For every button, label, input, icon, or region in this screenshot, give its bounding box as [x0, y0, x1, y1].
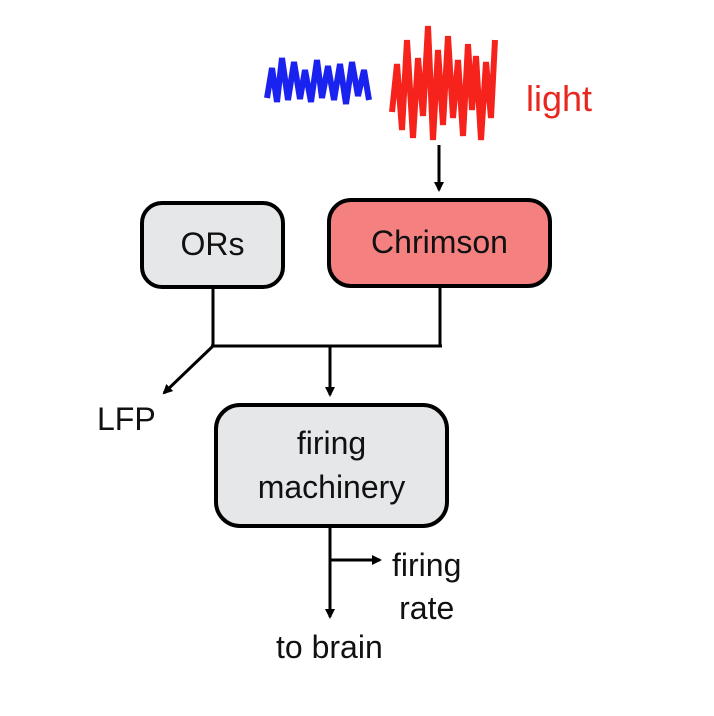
firing-machinery-label-line1: firing	[296, 425, 367, 462]
firing-machinery-label-line2: machinery	[257, 468, 406, 505]
ors-label: ORs	[180, 226, 245, 263]
blue-light-waveform-icon	[264, 57, 372, 105]
firing-rate-label-line2: rate	[399, 590, 455, 626]
firing-rate-label: firing rate	[392, 544, 461, 630]
lfp-label: LFP	[97, 401, 156, 437]
to-brain-label: to brain	[276, 629, 383, 665]
firing-machinery-node: firing machinery	[214, 403, 449, 528]
chrimson-label: Chrimson	[371, 224, 508, 261]
light-label: light	[526, 78, 593, 119]
chrimson-node: Chrimson	[327, 198, 552, 288]
ors-node: ORs	[140, 201, 285, 289]
red-light-waveform-icon	[389, 25, 498, 141]
firing-rate-label-line1: firing	[392, 547, 462, 583]
lfp-arrow	[162, 344, 215, 395]
